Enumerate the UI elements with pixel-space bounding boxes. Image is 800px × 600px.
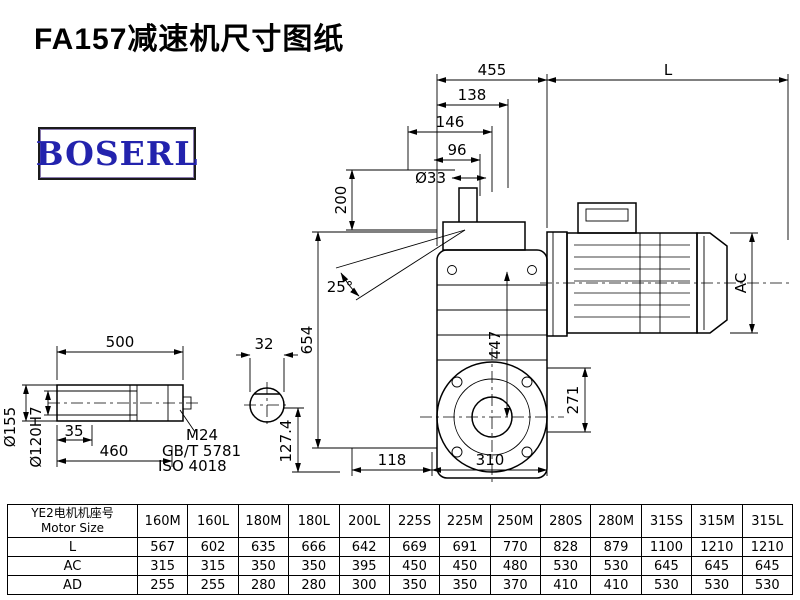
dim-500-label: 500 bbox=[106, 333, 135, 351]
dim-271-label: 271 bbox=[564, 386, 582, 415]
table-cell: 350 bbox=[237, 556, 290, 576]
dim-25deg-label: 25° bbox=[327, 278, 354, 296]
col-header-315L: 315L bbox=[741, 504, 793, 538]
table-cell: 410 bbox=[590, 575, 642, 595]
table-row-AD: AD 255 255 280 280 300 350 350 370 410 4… bbox=[7, 575, 793, 595]
table-cell: 300 bbox=[338, 575, 390, 595]
table-cell: 1100 bbox=[640, 537, 693, 557]
dim-L-label: L bbox=[664, 61, 673, 79]
motor-size-table: YE2电机机座号 Motor Size 160M 160L 180M 180L … bbox=[7, 504, 793, 595]
dim-118-label: 118 bbox=[378, 451, 407, 469]
table-cell: 602 bbox=[187, 537, 239, 557]
row-label-L: L bbox=[7, 537, 138, 557]
table-cell: 567 bbox=[136, 537, 189, 557]
table-cell: 255 bbox=[136, 575, 189, 595]
table-cell: 645 bbox=[741, 556, 793, 576]
dim-iso4018-label: ISO 4018 bbox=[158, 457, 227, 475]
col-header-200L: 200L bbox=[338, 504, 390, 538]
col-header-280M: 280M bbox=[590, 504, 642, 538]
table-cell: 1210 bbox=[741, 537, 793, 557]
table-cell: 828 bbox=[539, 537, 592, 557]
dim-96-label: 96 bbox=[447, 141, 466, 159]
col-header-180M: 180M bbox=[237, 504, 290, 538]
table-header-row: YE2电机机座号 Motor Size 160M 160L 180M 180L … bbox=[7, 504, 793, 538]
boserl-logo: BOSERL bbox=[35, 127, 199, 180]
table-cell: 669 bbox=[388, 537, 441, 557]
dim-138-label: 138 bbox=[458, 86, 487, 104]
table-cell: 645 bbox=[691, 556, 743, 576]
dim-dia120h7-label: Ø120H7 bbox=[27, 406, 45, 467]
table-header-en: Motor Size bbox=[40, 521, 105, 535]
table-cell: 350 bbox=[288, 556, 340, 576]
dim-447-label: 447 bbox=[486, 331, 504, 360]
table-cell: 410 bbox=[539, 575, 592, 595]
table-cell: 530 bbox=[741, 575, 793, 595]
col-header-280S: 280S bbox=[539, 504, 592, 538]
boserl-logo-text: BOSERL bbox=[35, 134, 199, 173]
table-header-motor-size: YE2电机机座号 Motor Size bbox=[7, 504, 138, 538]
dim-310-label: 310 bbox=[476, 451, 505, 469]
motor-side-view bbox=[540, 202, 792, 337]
col-header-180L: 180L bbox=[288, 504, 340, 538]
table-cell: 530 bbox=[691, 575, 743, 595]
table-row-AC: AC 315 315 350 350 395 450 450 480 530 5… bbox=[7, 556, 793, 576]
table-cell: 395 bbox=[338, 556, 390, 576]
dim-m24-label: M24 bbox=[186, 426, 218, 444]
table-cell: 645 bbox=[640, 556, 693, 576]
col-header-160L: 160L bbox=[187, 504, 239, 538]
table-cell: 666 bbox=[288, 537, 340, 557]
table-cell: 315 bbox=[187, 556, 239, 576]
table-cell: 530 bbox=[640, 575, 693, 595]
table-cell: 350 bbox=[439, 575, 491, 595]
dim-146-label: 146 bbox=[436, 113, 465, 131]
output-shaft-detail bbox=[48, 384, 202, 433]
row-label-AD: AD bbox=[7, 575, 138, 595]
table-cell: 1210 bbox=[691, 537, 743, 557]
row-label-AC: AC bbox=[7, 556, 138, 576]
table-cell: 450 bbox=[439, 556, 491, 576]
col-header-315M: 315M bbox=[691, 504, 743, 538]
page-title: FA157减速机尺寸图纸 bbox=[34, 23, 345, 56]
shaft-cross-section bbox=[244, 382, 290, 428]
dim-dia33-label: Ø33 bbox=[415, 169, 446, 187]
dim-dia155-label: Ø155 bbox=[1, 407, 19, 447]
dimension-lines bbox=[22, 74, 789, 476]
table-cell: 255 bbox=[187, 575, 239, 595]
table-cell: 450 bbox=[388, 556, 441, 576]
table-cell: 642 bbox=[338, 537, 390, 557]
dim-32-label: 32 bbox=[254, 335, 273, 353]
dim-AC-label: AC bbox=[732, 273, 750, 293]
table-cell: 530 bbox=[590, 556, 642, 576]
col-header-225M: 225M bbox=[439, 504, 491, 538]
dim-35-label: 35 bbox=[64, 422, 83, 440]
table-cell: 370 bbox=[489, 575, 542, 595]
dim-127-4-label: 127.4 bbox=[277, 420, 295, 463]
table-cell: 280 bbox=[237, 575, 290, 595]
col-header-225S: 225S bbox=[388, 504, 441, 538]
table-header-cn: YE2电机机座号 bbox=[31, 506, 114, 520]
table-cell: 879 bbox=[590, 537, 642, 557]
table-cell: 480 bbox=[489, 556, 542, 576]
table-cell: 635 bbox=[237, 537, 290, 557]
table-cell: 691 bbox=[439, 537, 491, 557]
dim-200-label: 200 bbox=[332, 186, 350, 215]
dim-654-label: 654 bbox=[298, 326, 316, 355]
table-cell: 770 bbox=[489, 537, 542, 557]
table-cell: 315 bbox=[136, 556, 189, 576]
technical-drawing: 455 L 138 146 96 Ø33 200 25° 654 447 AC … bbox=[1, 61, 792, 486]
col-header-315S: 315S bbox=[640, 504, 693, 538]
dim-455-label: 455 bbox=[478, 61, 507, 79]
dimension-labels: 455 L 138 146 96 Ø33 200 25° 654 447 AC … bbox=[1, 61, 750, 475]
table-cell: 530 bbox=[539, 556, 592, 576]
table-row-L: L 567 602 635 666 642 669 691 770 828 87… bbox=[7, 537, 793, 557]
table-cell: 350 bbox=[388, 575, 441, 595]
col-header-250M: 250M bbox=[489, 504, 542, 538]
col-header-160M: 160M bbox=[136, 504, 189, 538]
dim-460-label: 460 bbox=[100, 442, 129, 460]
dim-gbt5781-label: GB/T 5781 bbox=[162, 442, 241, 460]
table-cell: 280 bbox=[288, 575, 340, 595]
